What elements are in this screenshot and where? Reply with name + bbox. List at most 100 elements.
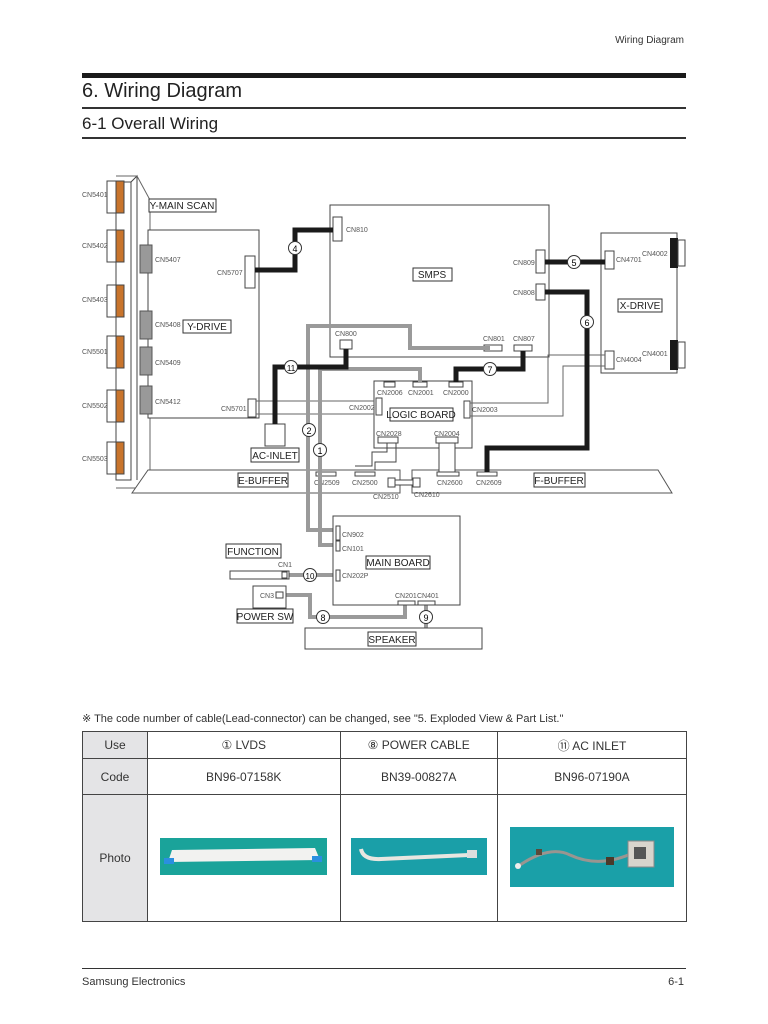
label-cn5402: CN5402 [82, 243, 108, 250]
cell-photo-ac-inlet [496, 794, 688, 922]
label-cn4701: CN4701 [616, 257, 642, 264]
label-cn2028: CN2028 [376, 431, 402, 438]
connector-cn401 [417, 600, 436, 606]
cable-marker-1: 1 [313, 443, 327, 457]
connector-cn5707 [244, 255, 256, 289]
cable-6 [484, 289, 590, 472]
e-buffer-box [237, 472, 289, 488]
footer-company: Samsung Electronics [82, 976, 186, 988]
connector-cn5502 [106, 389, 125, 423]
label-cn2500: CN2500 [352, 480, 378, 487]
label-cn2006: CN2006 [377, 390, 403, 397]
label-cn2509-e: CN2509 [314, 480, 340, 487]
ac-inlet-label: AC-INLET [252, 451, 298, 462]
speaker-label: SPEAKER [368, 635, 415, 646]
connector-cn808 [535, 283, 546, 301]
lvds-cable-photo [160, 838, 328, 875]
connector-cn902 [335, 525, 341, 541]
function-board [229, 570, 290, 580]
label-cn202p: CN202P [342, 573, 369, 580]
cell-code-lvds: BN96-07158K [147, 758, 341, 795]
connector-cn2500 [354, 471, 376, 477]
row-header-code: Code [82, 758, 148, 795]
scan-connectors [106, 180, 125, 475]
table-row-code: Code BN96-07158K BN39-00827A BN96-07190A [82, 758, 688, 795]
cable-marker-4: 4 [288, 241, 302, 255]
label-cn2610: CN2610 [414, 492, 440, 499]
label-cn5412: CN5412 [155, 399, 181, 406]
svg-text:1: 1 [317, 446, 322, 456]
label-cn808: CN808 [513, 290, 535, 297]
e-buffer-label: E-BUFFER [238, 476, 288, 487]
cable-marker-6: 6 [580, 315, 594, 329]
subsection-title: 6-1 Overall Wiring [82, 114, 219, 133]
connector-cn5402 [106, 229, 125, 263]
connector-cn5401 [106, 180, 125, 214]
ac-inlet-cable-photo [509, 826, 674, 887]
label-cn401: CN401 [417, 593, 439, 600]
connector-cn202p [335, 569, 341, 582]
x-drive-label: X-DRIVE [620, 301, 661, 312]
main-board [332, 515, 461, 606]
connector-cn5503 [106, 441, 125, 475]
section-rule [82, 107, 686, 109]
label-cn5502: CN5502 [82, 403, 108, 410]
cable-marker-8: 8 [316, 610, 330, 624]
cable-code-note: ※ The code number of cable(Lead-connecto… [82, 713, 564, 725]
label-cn3: CN3 [260, 593, 274, 600]
svg-text:2: 2 [306, 426, 311, 436]
label-cn201: CN201 [395, 593, 417, 600]
function-label: FUNCTION [227, 547, 279, 558]
label-cn2609: CN2609 [476, 480, 502, 487]
svg-text:11: 11 [287, 364, 296, 373]
connector-cn2003 [463, 400, 471, 419]
connector-cn101 [335, 540, 341, 552]
label-cn5403: CN5403 [82, 297, 108, 304]
connector-cn5701 [247, 398, 257, 418]
connector-cn4002 [670, 238, 678, 268]
flex-cn2004-cn2600 [438, 442, 456, 473]
logic-board-box [389, 407, 454, 422]
cable-8 [283, 593, 407, 619]
cell-code-power-cable: BN39-00827A [339, 758, 498, 795]
label-cn5407: CN5407 [155, 257, 181, 264]
y-drive-label: Y-DRIVE [187, 322, 227, 333]
connector-cn3 [275, 591, 284, 599]
label-cn801: CN801 [483, 336, 505, 343]
connector-cn5501 [106, 335, 125, 369]
svg-text:8: 8 [320, 613, 325, 623]
label-cn2600: CN2600 [437, 480, 463, 487]
y-main-scan-box [148, 198, 217, 213]
label-cn101: CN101 [342, 546, 364, 553]
label-cn1: CN1 [278, 562, 292, 569]
main-board-box [365, 555, 431, 570]
label-cn5501: CN5501 [82, 349, 108, 356]
connector-cn1 [281, 571, 288, 579]
cell-use-power-cable: ⑧ POWER CABLE [339, 731, 498, 759]
label-cn5408: CN5408 [155, 322, 181, 329]
label-cn2001: CN2001 [408, 390, 434, 397]
flex-cn2028-b [374, 443, 397, 470]
y-drive-connectors [139, 244, 153, 415]
label-cn2002: CN2002 [349, 405, 375, 412]
svg-text:5: 5 [571, 258, 576, 268]
footer-rule [82, 968, 686, 969]
power-sw-box [236, 608, 294, 624]
connector-cn2028 [377, 436, 399, 444]
connector-cn2510 [387, 477, 396, 488]
running-title: Wiring Diagram [615, 35, 684, 46]
connector-cn2509-e [315, 471, 337, 477]
flex-cn2028-a [355, 443, 388, 467]
label-cn2004: CN2004 [434, 431, 460, 438]
footer-page-number: 6-1 [668, 976, 684, 988]
label-cn902: CN902 [342, 532, 364, 539]
label-cn2510: CN2510 [373, 494, 399, 501]
speaker-box [367, 631, 417, 647]
row-header-use: Use [82, 731, 148, 759]
table-row-use: Use ① LVDS ⑧ POWER CABLE ⑪ AC INLET [82, 731, 688, 759]
connector-cn810 [332, 216, 343, 242]
connector-cn2006 [383, 381, 396, 388]
connector-cn807 [513, 344, 533, 352]
smps-box [412, 267, 453, 282]
connector-cn4004 [604, 350, 615, 370]
